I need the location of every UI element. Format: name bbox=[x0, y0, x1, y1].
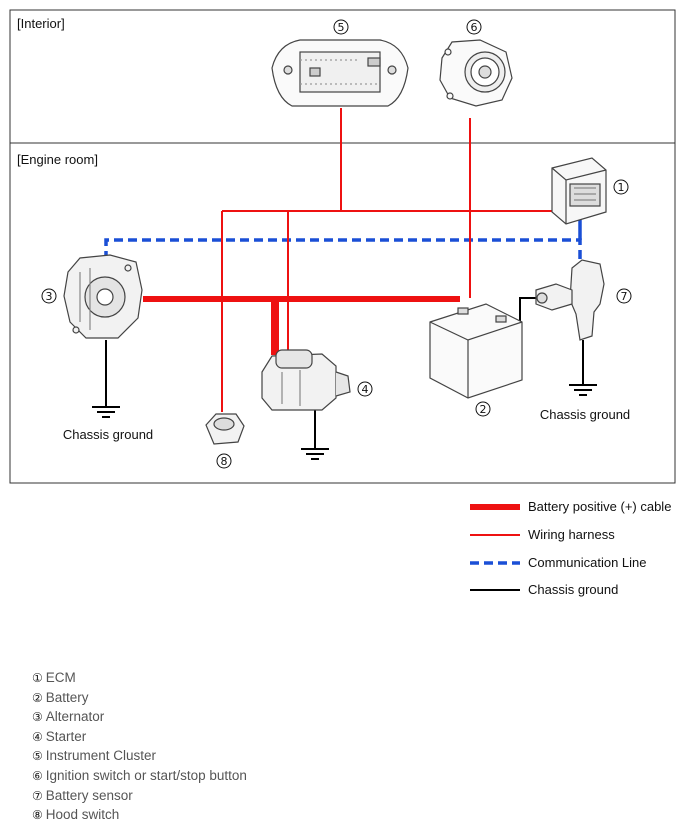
component-name: Hood switch bbox=[45, 807, 120, 823]
ground-symbol-battery-sensor bbox=[569, 384, 597, 396]
alternator-icon bbox=[63, 254, 143, 339]
starter-icon bbox=[261, 349, 351, 411]
legend-label-battery-cable: Battery positive (+) cable bbox=[528, 499, 672, 514]
diagram-frame bbox=[9, 9, 676, 484]
component-number: ⑥ bbox=[32, 768, 43, 783]
alternator-ground-label: Chassis ground bbox=[63, 427, 153, 442]
charging-system-diagram: [Interior] [Engine room] Chassis ground … bbox=[9, 9, 676, 484]
component-number: ⑦ bbox=[32, 788, 43, 803]
battery-icon bbox=[429, 303, 523, 399]
legend-item-chassis-ground: Chassis ground bbox=[470, 580, 683, 600]
callout-7-circle bbox=[616, 288, 632, 304]
component-name: ECM bbox=[45, 670, 76, 685]
component-name: Alternator bbox=[45, 709, 105, 725]
legend-item-communication-line: Communication Line bbox=[470, 553, 683, 573]
callout-2: 2 bbox=[480, 403, 487, 416]
legend-swatch-blue-dashed bbox=[470, 561, 520, 565]
component-number: ① bbox=[32, 671, 43, 685]
component-name: Instrument Cluster bbox=[45, 748, 157, 764]
callout-3-circle bbox=[41, 288, 57, 304]
component-name: Battery bbox=[45, 689, 89, 705]
legend-item-battery-cable: Battery positive (+) cable bbox=[470, 497, 683, 517]
component-name: Battery sensor bbox=[45, 787, 133, 803]
legend-label-communication-line: Communication Line bbox=[528, 555, 647, 570]
callout-4: 4 bbox=[362, 383, 369, 396]
legend-swatch-black bbox=[470, 589, 520, 591]
ground-symbol-alternator bbox=[92, 406, 120, 418]
callout-4-circle bbox=[357, 381, 373, 397]
legend-swatch-thin-red bbox=[470, 534, 520, 536]
legend-swatch-thick-red bbox=[470, 504, 520, 510]
callout-6-circle bbox=[466, 19, 482, 35]
legend-label-chassis-ground: Chassis ground bbox=[528, 582, 619, 597]
engine-room-section-label: [Engine room] bbox=[17, 152, 98, 167]
legend-label-wiring-harness: Wiring harness bbox=[528, 527, 615, 542]
component-number: ⑤ bbox=[32, 749, 43, 764]
instrument-cluster-icon bbox=[271, 39, 409, 107]
battery-sensor-icon bbox=[535, 259, 605, 341]
callout-1-circle bbox=[613, 179, 629, 195]
callout-6: 6 bbox=[471, 21, 478, 34]
callout-5-circle bbox=[333, 19, 349, 35]
ecm-icon bbox=[551, 157, 607, 225]
callout-8-circle bbox=[216, 453, 232, 469]
ignition-switch-icon bbox=[439, 39, 513, 107]
communication-line bbox=[104, 215, 582, 260]
legend-item-wiring-harness: Wiring harness bbox=[470, 525, 683, 545]
component-name: Starter bbox=[45, 728, 87, 744]
component-number: ⑧ bbox=[32, 808, 43, 823]
battery-sensor-ground-label: Chassis ground bbox=[540, 407, 630, 422]
callout-3: 3 bbox=[46, 290, 53, 303]
component-number: ② bbox=[32, 690, 43, 705]
callout-5: 5 bbox=[338, 21, 345, 34]
hood-switch-icon bbox=[205, 413, 245, 445]
callout-8: 8 bbox=[221, 455, 228, 468]
battery-positive-cable bbox=[143, 296, 460, 355]
wiring-harness bbox=[221, 108, 555, 412]
chassis-ground-wires bbox=[105, 297, 584, 448]
component-number: ③ bbox=[32, 710, 43, 725]
component-number: ④ bbox=[32, 729, 43, 744]
callout-7: 7 bbox=[621, 290, 628, 303]
ground-symbol-starter bbox=[301, 448, 329, 460]
component-name: Ignition switch or start/stop button bbox=[45, 767, 247, 783]
interior-section-label: [Interior] bbox=[17, 16, 65, 31]
callout-2-circle bbox=[475, 401, 491, 417]
callout-1: 1 bbox=[618, 181, 625, 194]
